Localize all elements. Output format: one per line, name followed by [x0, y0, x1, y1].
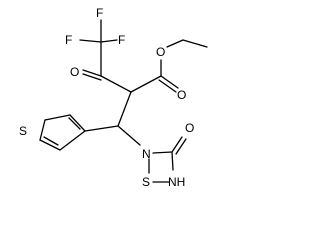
atom-f3: F [118, 33, 125, 47]
bond-thio-c5-c4 [39, 139, 61, 151]
bond-thio-c4-c3 [59, 130, 86, 151]
bond-ring-co-2 [175, 138, 187, 155]
atom-thiophene-s: S [19, 124, 27, 138]
bond-alpha-ester [130, 75, 162, 93]
bond-alpha-ch [117, 91, 132, 127]
bond-thio-c3-c2 [69, 114, 86, 132]
bond-thio-c4-c5-double [43, 136, 59, 146]
bond-n-carbonyl-c [152, 151, 173, 154]
atom-ketone-o: O [70, 65, 79, 79]
atom-ring-s: S [142, 175, 150, 189]
chemical-structure: F F F O O O S N S NH O [19, 6, 208, 189]
bond-thio-s-c5 [39, 119, 46, 141]
bond-ketone-co-1 [82, 69, 102, 77]
bond-ester-co-2 [158, 79, 177, 93]
bond-ketone-alpha [100, 75, 132, 93]
atom-ring-nh: NH [168, 175, 185, 189]
atom-ester-o-single: O [156, 45, 165, 59]
bond-carbonyl-c-nh [171, 151, 174, 171]
atom-ester-o-double: O [177, 88, 186, 102]
bond-thio-c2-c3-double [68, 117, 81, 130]
bond-c-f3 [100, 39, 118, 43]
atom-ring-n: N [142, 147, 151, 161]
bond-ketone-co-2 [82, 73, 102, 81]
bond-ester-co-1 [160, 75, 179, 89]
bond-c-f1 [79, 39, 102, 43]
bond-ring-co-1 [171, 136, 183, 153]
bond-o-ch2 [166, 39, 184, 48]
atom-ring-carbonyl-o: O [185, 121, 194, 135]
atom-f1: F [65, 33, 72, 47]
bond-ch2-ch3 [182, 39, 208, 48]
bond-ch-thiophene [84, 125, 119, 132]
bond-ch-n [117, 125, 141, 146]
atom-f2: F [96, 6, 103, 20]
bond-thio-c2-s [44, 114, 71, 121]
